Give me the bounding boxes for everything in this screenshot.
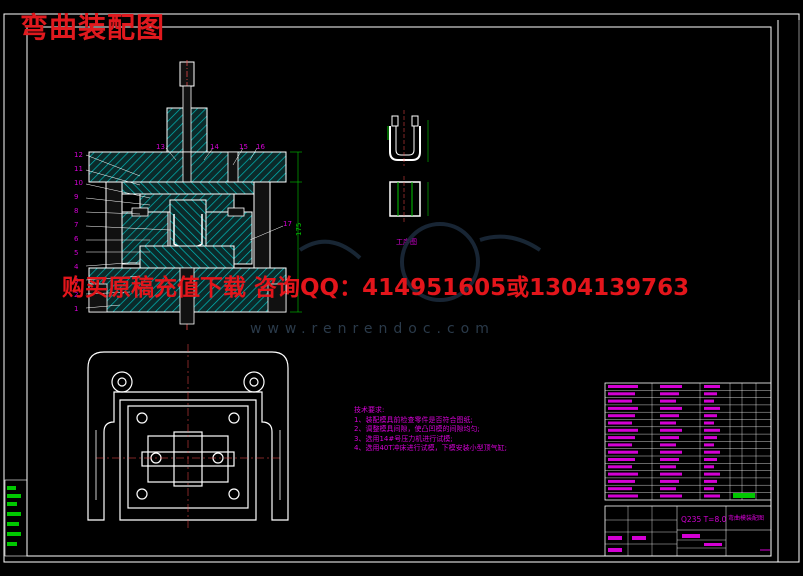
- part-label-3: 3: [74, 277, 78, 285]
- technical-requirements: 技术要求: 1、装配模具前检查零件是否符合图纸; 2、调整模具间隙，使凸凹模的间…: [354, 406, 507, 454]
- watermark-url: www.renrendoc.com: [250, 321, 495, 337]
- title-block: Q235 T=8.0 弯曲模装配图: [604, 505, 772, 557]
- part-label-17: 17: [283, 220, 292, 228]
- part-label-13: 13: [156, 143, 165, 151]
- part-label-6: 6: [74, 235, 79, 243]
- tech-item: 4、选用40T冲床进行试模，下模安装小型顶气缸;: [354, 444, 507, 452]
- part-label-2: 2: [74, 291, 78, 299]
- part-label-16: 16: [256, 143, 265, 151]
- drawing-name: 弯曲模装配图: [728, 514, 764, 522]
- page-title: 弯曲装配图: [20, 11, 166, 44]
- part-label-11: 11: [74, 165, 83, 173]
- bom-table: [604, 382, 772, 501]
- tech-item: 3、选用14#号压力机进行试模;: [354, 434, 453, 443]
- part-labels-top: 13 14 15 16: [156, 143, 265, 151]
- tech-item: 1、装配模具前检查零件是否符合图纸;: [354, 415, 473, 424]
- section-view: 175: [85, 60, 303, 330]
- part-label-7: 7: [74, 221, 78, 229]
- tech-item: 2、调整模具间隙，使凸凹模的间隙均匀;: [354, 425, 480, 433]
- part-label-15: 15: [239, 143, 248, 151]
- part-label-8: 8: [74, 207, 78, 215]
- watermark-logo: [298, 222, 542, 302]
- tech-heading: 技术要求:: [354, 406, 385, 414]
- material-text: Q235 T=8.0: [681, 515, 727, 524]
- inner-frame: [26, 26, 772, 557]
- left-side-table: [4, 479, 28, 557]
- workpiece-view: [387, 110, 429, 222]
- part-labels-left: 12 11 10 9 8 7 6 5 4 3 2 1: [74, 151, 83, 313]
- part-label-14: 14: [210, 143, 219, 151]
- part-label-4: 4: [74, 263, 79, 271]
- part-label-10: 10: [74, 179, 83, 187]
- part-label-9: 9: [74, 193, 78, 201]
- dimension-175: 175: [295, 223, 303, 236]
- part-label-5: 5: [74, 249, 78, 257]
- part-labels-right: 17: [283, 220, 292, 228]
- advertisement-banner[interactable]: 购买原稿充值下载 咨询QQ：414951605或1304139763: [62, 275, 690, 301]
- part-label-1: 1: [74, 305, 78, 313]
- plan-view: [87, 344, 289, 528]
- part-label-12: 12: [74, 151, 83, 159]
